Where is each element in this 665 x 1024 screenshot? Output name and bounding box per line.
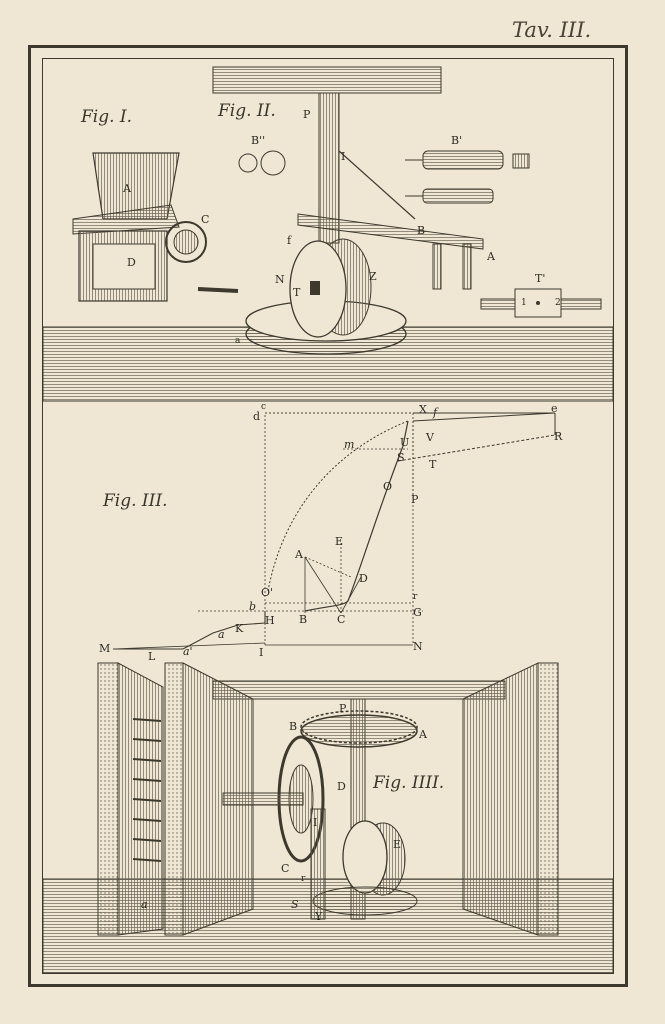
fig3-label-t: T bbox=[429, 458, 437, 471]
fig4-label-b: B bbox=[289, 720, 298, 733]
fig3-label-m: m bbox=[344, 438, 355, 451]
fig1-title: Fig. I. bbox=[81, 107, 133, 127]
fig3-label-r-small: r bbox=[413, 592, 418, 602]
fig2-title: Fig. II. bbox=[218, 101, 276, 121]
fig3-label-i: I bbox=[259, 646, 264, 659]
fig4-label-a: A bbox=[419, 728, 427, 741]
fig3-label-b-lower: B bbox=[299, 613, 308, 626]
fig3-label-x: X bbox=[419, 403, 427, 416]
fig3-label-e: e bbox=[551, 402, 558, 415]
fig3-label-k: K bbox=[235, 622, 244, 635]
fig3-label-a: A bbox=[295, 548, 303, 561]
right-wall bbox=[537, 662, 559, 936]
fig2-label-t-prime: T' bbox=[535, 272, 546, 285]
fig2-label-1: 1 bbox=[521, 298, 527, 308]
fig3-label-s: S bbox=[397, 451, 405, 464]
fig3-title: Fig. III. bbox=[103, 491, 168, 511]
fig2-label-p: P bbox=[303, 108, 311, 121]
fig2-label-f: f bbox=[287, 234, 292, 247]
fig2-label-n: N bbox=[275, 273, 285, 286]
fig1-label-a: A bbox=[123, 182, 131, 195]
fig3-label-p: P bbox=[411, 493, 419, 506]
fig3-label-c-top: c bbox=[261, 402, 267, 412]
left-wall-outer bbox=[97, 662, 119, 936]
fig3-label-a-small: a bbox=[218, 628, 225, 641]
millstone-e bbox=[342, 820, 388, 894]
fig4-label-d: D bbox=[337, 780, 346, 793]
fig4-label-i: I bbox=[313, 816, 318, 829]
fig4-label-s: S bbox=[291, 898, 299, 911]
fig3-label-d-top: d bbox=[253, 410, 261, 423]
roller-b-prime-1 bbox=[422, 150, 504, 170]
fig4-drawing bbox=[42, 662, 614, 974]
fig3-label-d: D bbox=[359, 572, 368, 585]
fig2-label-2: 2 bbox=[555, 298, 561, 308]
fig4-label-y: Y bbox=[315, 910, 323, 923]
fig3-label-u: U bbox=[400, 436, 410, 449]
lever-arm bbox=[297, 213, 484, 250]
top-beam bbox=[212, 66, 442, 94]
fig3-label-v: V bbox=[426, 431, 434, 444]
fig3-label-n: N bbox=[413, 640, 423, 653]
fig3-label-m-cap: M bbox=[99, 642, 111, 655]
fig4-label-a-small: a bbox=[141, 898, 148, 911]
panel-middle: Fig. III. d c X f e R m U V S T O P E A … bbox=[43, 401, 613, 663]
fig2-label-a: A bbox=[487, 250, 495, 263]
fig2-label-b: B bbox=[417, 224, 426, 237]
fig2-label-b2: B'' bbox=[251, 134, 266, 147]
fig4-label-e: E bbox=[393, 838, 402, 851]
fig3-label-a-prime: a' bbox=[183, 645, 193, 658]
crown-gear bbox=[300, 714, 418, 748]
fig2-label-b1: B' bbox=[451, 134, 463, 147]
outer-frame bbox=[28, 45, 628, 987]
gear-c bbox=[165, 221, 207, 263]
panel-bottom: Fig. IIII. P B A D I E C r S Y a bbox=[42, 659, 614, 974]
fig3-label-o-prime: O' bbox=[261, 586, 274, 599]
fig4-label-p: P bbox=[339, 702, 347, 715]
vertical-post bbox=[318, 92, 340, 244]
fig3-diagram bbox=[112, 412, 556, 650]
fig2-label-a-small: a bbox=[235, 336, 241, 346]
panel-top: Fig. I. Fig. II. A C D P B'' B' I B A f … bbox=[42, 59, 614, 402]
fig3-label-o: O bbox=[383, 480, 393, 493]
left-wall-inner bbox=[164, 662, 184, 936]
fig3-label-g: G bbox=[413, 606, 422, 619]
fig3-label-h: H bbox=[265, 614, 275, 627]
fig1-label-c: C bbox=[201, 213, 210, 226]
upper-beam bbox=[212, 680, 506, 700]
fig2-label-z: Z bbox=[369, 270, 377, 283]
fig4-label-c: C bbox=[281, 862, 290, 875]
fig4-label-r: r bbox=[301, 874, 306, 884]
fig2-label-i: I bbox=[341, 150, 346, 163]
fig3-label-c: C bbox=[337, 613, 346, 626]
fig3-label-r: R bbox=[554, 430, 563, 443]
fig1-label-d: D bbox=[127, 256, 136, 269]
fig3-label-b: b bbox=[249, 600, 257, 613]
top-panel-drawing bbox=[42, 66, 614, 402]
fig4-title: Fig. IIII. bbox=[373, 773, 445, 793]
fig2-label-t: T bbox=[293, 286, 301, 299]
roller-b-prime-2 bbox=[422, 188, 494, 204]
fig3-label-f: f bbox=[433, 406, 438, 419]
fig3-label-l: L bbox=[148, 650, 156, 663]
plate-title: Tav. III. bbox=[512, 18, 592, 42]
horizontal-axle bbox=[222, 792, 304, 806]
inner-frame bbox=[42, 58, 614, 974]
fig3-label-e-mid: E bbox=[335, 535, 344, 548]
